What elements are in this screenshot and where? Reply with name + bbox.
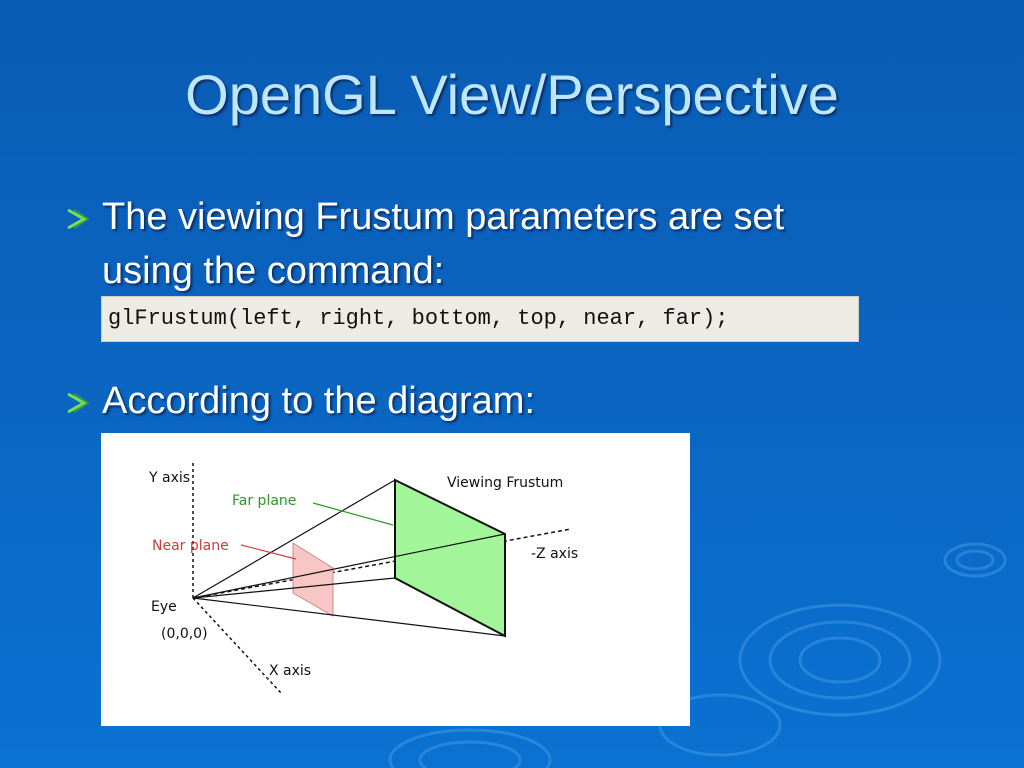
origin-label: (0,0,0)	[161, 626, 208, 642]
bullet-1-text: The viewing Frustum parameters are set u…	[102, 190, 784, 298]
z-axis-line	[192, 528, 572, 599]
frustum-diagram: Y axis Far plane Viewing Frustum Near pl…	[101, 433, 690, 726]
bullet-2-text: According to the diagram:	[102, 380, 536, 422]
far-plane-leader	[312, 502, 394, 526]
slide-title: OpenGL View/Perspective	[185, 63, 839, 126]
near-plane-leader	[240, 544, 297, 560]
near-plane-label: Near plane	[152, 538, 229, 554]
neg-z-axis-label: -Z axis	[531, 546, 578, 562]
viewing-frustum-label: Viewing Frustum	[447, 475, 563, 491]
x-axis-line	[192, 597, 282, 694]
far-plane-label: Far plane	[232, 493, 296, 509]
y-axis-label: Y axis	[148, 470, 190, 486]
bullet-1-line-1: The viewing Frustum parameters are set	[102, 196, 785, 238]
far-plane	[394, 478, 506, 638]
x-axis-label: X axis	[269, 663, 311, 679]
chevron-right-icon	[67, 208, 90, 230]
code-snippet: glFrustum(left, right, bottom, top, near…	[101, 296, 859, 342]
near-plane	[292, 542, 334, 617]
eye-label: Eye	[151, 599, 177, 615]
frustum-edges	[192, 479, 506, 637]
chevron-right-icon	[67, 392, 90, 414]
bullet-1-line-2: using the command:	[102, 250, 445, 292]
